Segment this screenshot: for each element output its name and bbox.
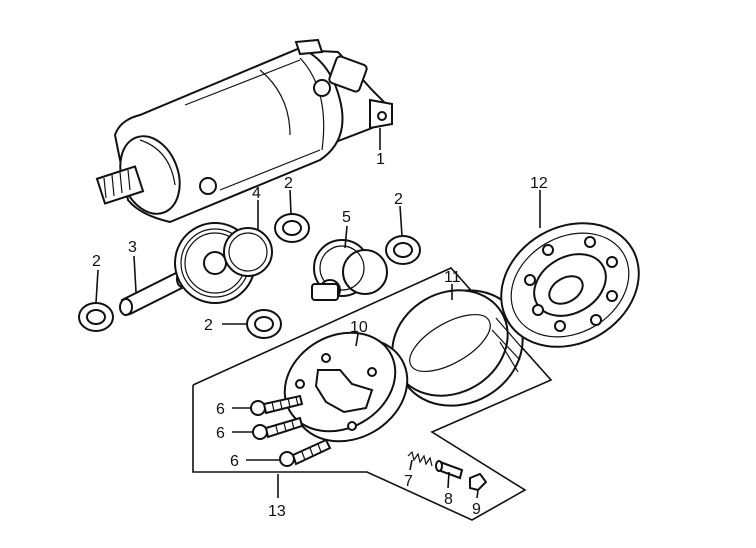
callout-2c: 2	[92, 253, 101, 270]
washer-bottom	[246, 309, 282, 339]
plunger	[435, 460, 464, 480]
leader-2b	[399, 205, 403, 237]
callout-6a: 6	[216, 401, 225, 418]
shaft	[119, 270, 188, 316]
reduction-gear	[174, 222, 273, 304]
callout-9: 9	[472, 501, 481, 518]
clutch-outer	[283, 331, 409, 443]
starter-motor	[95, 38, 394, 224]
callout-6c: 6	[230, 453, 239, 470]
cap	[469, 472, 488, 492]
callout-3: 3	[128, 239, 137, 256]
callout-2d: 2	[204, 317, 213, 334]
leader-5	[344, 225, 348, 249]
callout-7: 7	[404, 473, 413, 490]
leader-10	[355, 333, 359, 347]
one-way-clutch	[391, 289, 524, 407]
leader-3	[133, 255, 137, 293]
callout-1: 1	[376, 151, 385, 168]
callout-8: 8	[444, 491, 453, 508]
callout-11: 11	[444, 269, 461, 286]
leader-8	[447, 471, 450, 489]
leader-2c	[95, 269, 99, 304]
washer-right	[385, 235, 421, 265]
bolt-bottom	[279, 438, 332, 467]
washer-left	[78, 302, 114, 332]
driven-gear	[500, 222, 640, 348]
callout-4: 4	[252, 185, 261, 202]
callout-13: 13	[268, 503, 286, 520]
callout-2b: 2	[394, 191, 403, 208]
callout-12: 12	[530, 175, 548, 192]
callout-2a: 2	[284, 175, 293, 192]
callout-6b: 6	[216, 425, 225, 442]
bolt-middle	[252, 416, 304, 440]
idle-gear	[311, 239, 388, 301]
leader-9	[476, 489, 479, 499]
washer-top	[274, 213, 310, 243]
callout-5: 5	[342, 209, 351, 226]
spring	[407, 450, 433, 467]
leader-2a	[289, 189, 292, 215]
bolt-top	[250, 394, 304, 416]
leader-7	[409, 459, 413, 471]
callout-10: 10	[350, 319, 368, 336]
